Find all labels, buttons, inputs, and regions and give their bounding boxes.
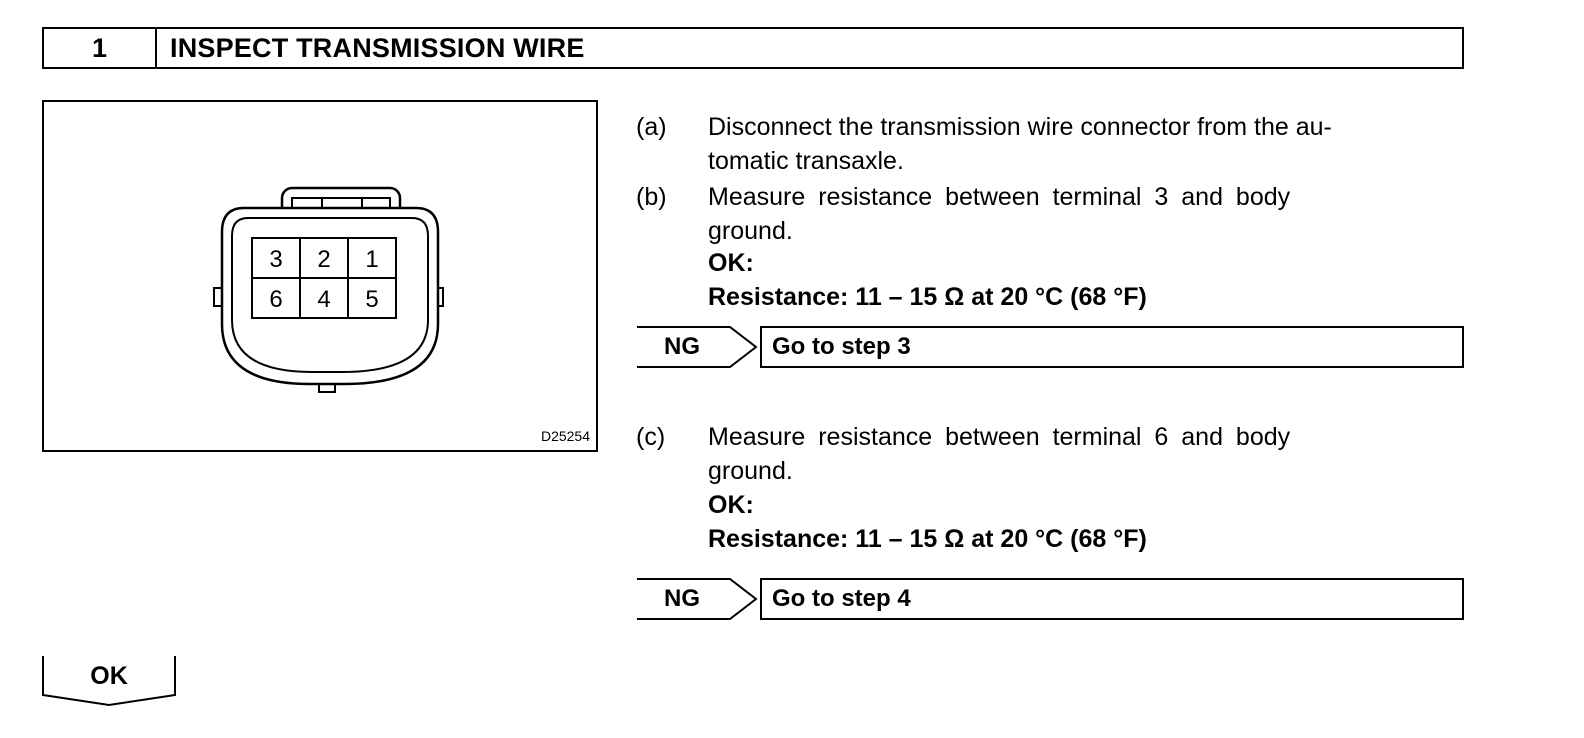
instruction-c-line2: ground. [708,457,793,485]
instruction-a-line2: tomatic transaxle. [708,147,904,175]
terminal-1-label: 1 [365,246,378,273]
figure-id: D25254 [540,428,590,444]
go-to-step-3-box: Go to step 3 [760,326,1464,368]
ng-arrow-tag [637,326,758,368]
ng-row-step4: NG Go to step 4 [636,578,1464,620]
instruction-c-ok: OK: [708,491,754,519]
instruction-a-letter: (a) [636,113,667,141]
connector-latch-tab [321,197,363,209]
ng-label: NG [664,333,700,360]
connector-diagram: 3 2 1 6 4 5 [213,186,444,393]
instruction-b-spec: Resistance: 11 – 15 Ω at 20 °C (68 °F) [708,283,1147,311]
ng-label: NG [664,585,700,612]
terminal-4-label: 4 [317,286,330,313]
terminal-3-label: 3 [269,246,282,273]
instruction-c-letter: (c) [636,423,666,451]
instruction-b-letter: (b) [636,183,667,211]
ok-tab: OK [42,655,176,707]
connector-figure: 3 2 1 6 4 5 D25254 [42,100,598,452]
step-title: INSPECT TRANSMISSION WIRE [170,32,585,63]
instruction-b-line1: Measure resistance between terminal 3 an… [708,183,1291,211]
instruction-a-line1: Disconnect the transmission wire connect… [708,113,1332,141]
ok-label: OK [90,661,128,690]
step-number: 1 [44,29,157,67]
ng-row-step3: NG Go to step 3 [636,326,1464,368]
instruction-c-spec: Resistance: 11 – 15 Ω at 20 °C (68 °F) [708,525,1147,553]
go-to-step-4-box: Go to step 4 [760,578,1464,620]
ng-arrow-tag [637,578,758,620]
terminal-6-label: 6 [269,286,282,313]
step-header: 1 INSPECT TRANSMISSION WIRE [42,27,1464,69]
instruction-b-line2: ground. [708,217,793,245]
terminal-5-label: 5 [365,286,378,313]
instruction-c-line1: Measure resistance between terminal 6 an… [708,423,1291,451]
ok-tab-shape [42,656,176,707]
instruction-b-ok: OK: [708,249,754,277]
terminal-2-label: 2 [317,246,330,273]
